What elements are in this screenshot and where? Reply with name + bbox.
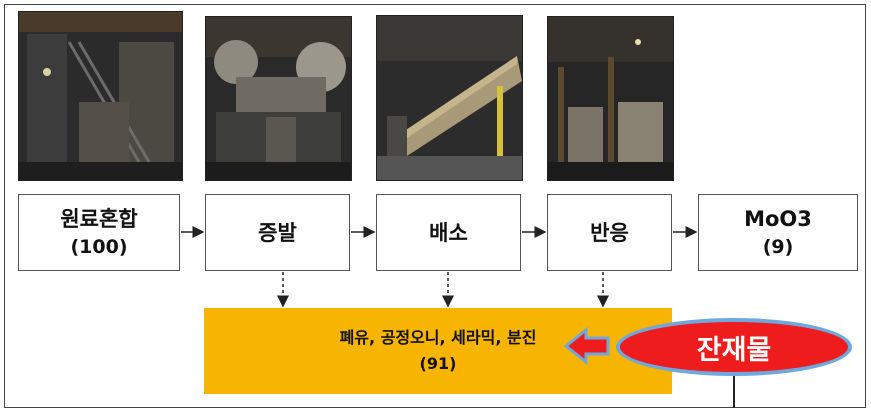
step-value: (9) (762, 235, 794, 258)
photo-evaporation (205, 16, 352, 181)
step-reaction: 반응 (547, 194, 672, 271)
waste-value: (91) (419, 354, 457, 373)
photo-roasting (376, 15, 523, 181)
step-value: (100) (70, 235, 128, 258)
residue-badge: 잔재물 (616, 318, 852, 376)
waste-label: 폐유, 공정오니, 세라믹, 분진 (339, 328, 537, 347)
step-label: 원료혼합 (60, 206, 138, 231)
step-label: 반응 (590, 220, 629, 245)
step-label: 배소 (429, 220, 468, 245)
step-raw-mixing: 원료혼합 (100) (18, 194, 180, 271)
waste-box: 폐유, 공정오니, 세라믹, 분진 (91) (204, 308, 672, 394)
step-label: MoO3 (744, 206, 812, 231)
step-evaporation: 증발 (205, 194, 350, 271)
photo-reaction (547, 16, 674, 181)
photo-mixing (18, 11, 183, 181)
residue-label: 잔재물 (696, 334, 772, 366)
step-moo3-product: MoO3 (9) (698, 194, 858, 271)
step-label: 증발 (258, 220, 297, 245)
step-roasting: 배소 (376, 194, 521, 271)
